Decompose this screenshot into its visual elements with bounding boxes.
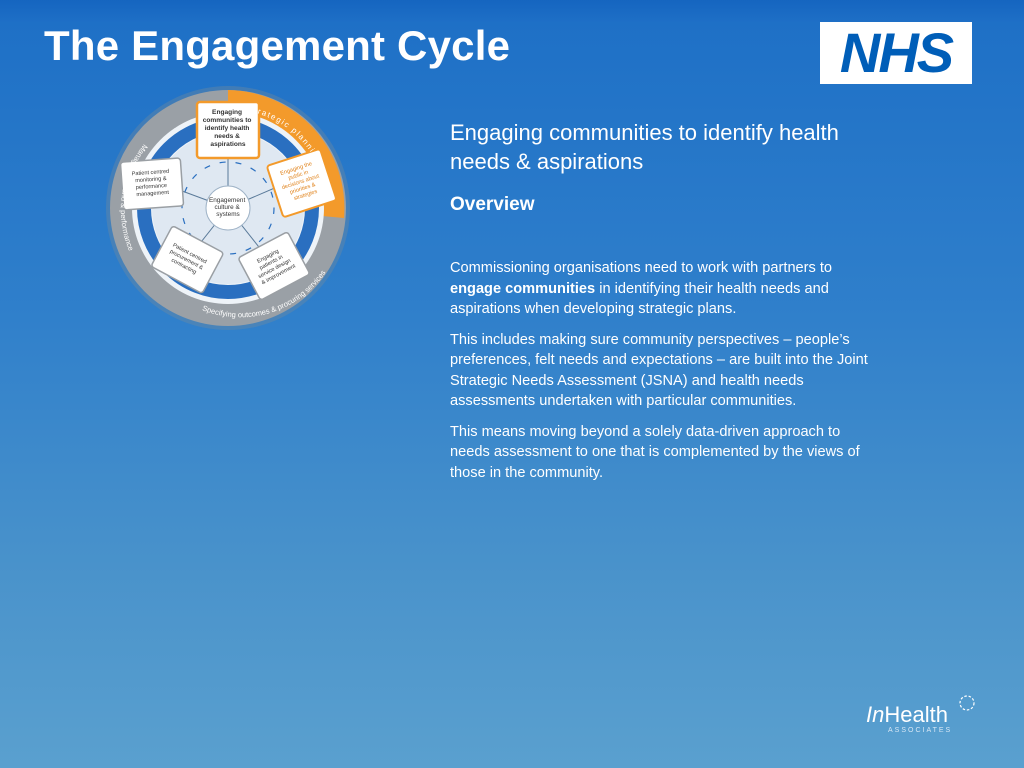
svg-text:Engagement culture &: Engagement culture & systems [209,197,247,218]
inhealth-dots-icon [959,695,975,711]
paragraph-1-end: in identifying their health needs and as… [450,280,829,318]
engagement-cycle-diagram: Engagement culture & systems Engaging co… [104,84,360,332]
paragraph-1-start: Commissioning organisations need to work… [450,260,833,276]
box-line: identify health [205,125,250,132]
svg-text:Patient centred monito: Patient centred monitoring & performance… [131,169,172,199]
top-band [0,0,1024,22]
content-panel: Engaging communities to identify health … [450,118,870,493]
box-line: needs & [214,133,240,140]
paragraph-3: This means moving beyond a solely data-d… [450,423,860,481]
paragraph-2: This includes making sure community pers… [450,331,868,410]
cycle-box-identify-needs: Engaging communities to identify health … [195,100,261,160]
box-line: monitoring & [135,176,167,184]
cycle-box-service-design: Engaging patients in service design & im… [238,231,310,301]
box-line: management [136,190,169,198]
inhealth-brand-prefix: In [866,702,885,727]
nhs-logo: NHS [820,22,972,84]
box-line: performance [136,183,168,191]
center-label-line: culture & [214,204,240,211]
box-line: Patient centred [131,169,169,178]
section-subtitle: Engaging communities to identify health … [450,120,839,174]
box-line: aspirations [210,141,246,148]
inhealth-brand: InHealth [866,702,948,728]
svg-text:Engaging communities t: Engaging communities to identify health … [203,109,254,148]
overview-heading: Overview [450,194,535,215]
inhealth-logo: InHealth ASSOCIATES [866,692,986,740]
center-circle [205,185,251,231]
dashed-ring [181,161,275,255]
cycle-box-procurement: Patient centred procurement & contractin… [151,225,224,294]
nhs-logo-inner: NHS [824,21,968,84]
paragraph-1: Commissioning organisations need to work… [450,258,870,320]
engagement-cycle-svg: Engagement culture & systems Engaging co… [106,86,350,330]
page-title: The Engagement Cycle [44,22,511,69]
box-line: communities to [203,117,252,124]
inhealth-brand-suffix: Health [884,702,948,727]
cycle-box-engaging-public: Engaging the public in decisions about p… [266,148,337,218]
cycle-box-monitoring: Patient centred monitoring & performance… [119,157,185,211]
box-line: Engaging [212,109,242,116]
inhealth-brand-sub: ASSOCIATES [888,727,953,734]
center-label-line: Engagement [209,197,245,204]
center-label-line: systems [216,211,239,218]
paragraph-1-bold: engage communities [450,280,596,297]
nhs-logo-text: NHS [839,21,954,84]
